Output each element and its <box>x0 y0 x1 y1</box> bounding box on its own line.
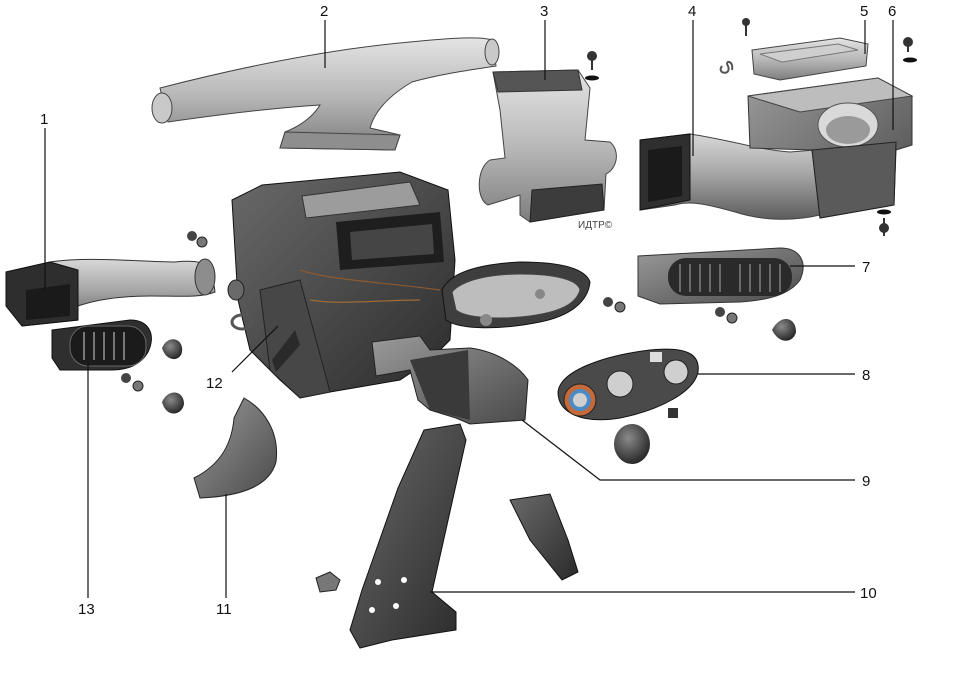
callout-8: 8 <box>862 367 870 384</box>
callout-numbers: 1 2 3 4 5 6 7 8 9 10 11 12 13 <box>40 3 896 618</box>
part-6-fan-housing <box>747 77 914 219</box>
callout-6: 6 <box>888 3 896 20</box>
part-3-center-duct: ИДТР© <box>478 69 617 231</box>
part-11-deflector <box>193 397 278 499</box>
callout-11: 11 <box>216 601 232 618</box>
rear-vent-part <box>509 493 579 581</box>
part-13-left-vent <box>51 319 152 371</box>
part-10-foot-duct <box>349 423 467 649</box>
watermark-label: ИДТР© <box>578 220 613 231</box>
control-mechanism <box>441 261 591 329</box>
callout-12: 12 <box>206 375 223 392</box>
vent-cap-right <box>772 318 796 341</box>
callout-10: 10 <box>860 585 877 602</box>
part-8-control-panel <box>557 348 699 421</box>
part-7-side-vent <box>637 247 804 305</box>
part-4-intake-duct <box>639 133 821 220</box>
callout-4: 4 <box>688 3 696 20</box>
callout-7: 7 <box>862 259 870 276</box>
callout-2: 2 <box>320 3 328 20</box>
part-5-filter-cover <box>751 37 869 81</box>
callout-3: 3 <box>540 3 548 20</box>
callout-1: 1 <box>40 111 48 128</box>
callout-13: 13 <box>78 601 95 618</box>
fastener-icons-middle <box>121 231 738 392</box>
part-1-air-duct <box>5 258 216 327</box>
vent-caps-left <box>162 339 184 414</box>
part-9-floor-duct <box>371 335 529 425</box>
part-2-air-distributor <box>151 37 500 151</box>
callout-9: 9 <box>862 473 870 490</box>
nut-icon-bottom <box>315 571 341 593</box>
screw-icons-top <box>585 18 917 236</box>
callout-5: 5 <box>860 3 868 20</box>
control-knob <box>614 424 650 464</box>
leader-lines <box>44 20 894 598</box>
